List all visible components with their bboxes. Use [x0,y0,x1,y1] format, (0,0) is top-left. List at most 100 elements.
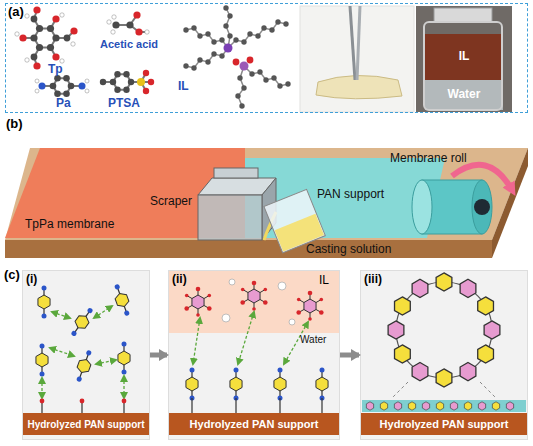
membrane-photo [300,6,414,112]
cof-pore [460,363,476,381]
scraper [262,178,276,240]
attached-pa [186,368,328,414]
tp-molecule [19,34,26,41]
carboxyl-group [123,402,124,413]
ionic-liquid-molecule [247,57,254,64]
acetic-acid-molecule [116,24,130,26]
support-band: Hydrolyzed PAN support [361,413,527,435]
cof-layer [478,402,485,410]
tp-molecule [25,14,29,18]
support-film-shape [245,158,445,238]
ptsa-molecule [110,79,116,85]
part-label: Casting solution [306,243,391,256]
ionic-liquid-molecule [240,62,249,71]
node-text: IL [319,274,329,287]
panel-frame: (a)ILWater [5,3,528,113]
membrane-roll [412,180,432,234]
tp-molecule [60,13,64,17]
cof-layer [422,402,429,410]
cof-pore [395,297,411,315]
ptsa-molecule [143,88,149,94]
ptsa-molecule [128,79,134,85]
reagent-label: PTSA [108,97,140,110]
ionic-liquid-ions [289,319,295,325]
scraper [198,168,276,240]
ptsa-molecule [141,82,146,91]
tp-molecule [34,19,40,29]
ionic-liquid-ions [222,279,295,325]
cof-pore [478,297,494,315]
acetic-acid-molecule [107,20,111,24]
zoom-line [480,382,496,398]
acetic-acid-molecule [139,31,147,33]
cof-pore [388,321,404,339]
tp-molecule [33,6,40,13]
pa-molecule [53,78,71,94]
ptsa-molecule [131,81,141,83]
tp-monomers [184,287,211,317]
node-text: (a) [8,5,24,19]
pa-molecule [50,75,75,97]
beaker [275,214,324,252]
tp-molecule [52,34,59,41]
carboxyl-group [41,402,42,413]
tp-molecule [47,44,54,51]
tp-monomers [296,291,323,321]
ionic-liquid-molecule [233,59,240,66]
carboxyl-group [40,399,127,413]
pa-molecule [35,79,39,83]
ptsa-molecule [143,70,149,76]
tp-molecule [52,15,59,22]
tp-molecule [34,57,37,66]
wooden-plank [5,148,528,258]
interaction-arrow [94,306,112,318]
part-label: Scraper [150,195,192,208]
membrane-photo [300,6,414,112]
acetic-acid-molecule [112,15,116,19]
tp-molecule [60,59,64,63]
tp-molecule [51,19,57,29]
membrane-photo-detail [316,6,402,99]
carboxyl-group [81,402,82,413]
acetic-acid-molecule [111,30,115,34]
zoom-line [392,382,496,398]
attached-pa [279,398,280,413]
ionic-liquid-molecule [186,8,288,106]
pa-molecule [42,78,82,94]
acetic-acid-molecule [126,21,133,28]
cof-pore [395,345,411,363]
cof-layer [362,400,526,412]
interaction-arrow [50,348,74,356]
acetic-acid-molecule [116,15,147,32]
ptsa-molecule [103,73,151,91]
membrane-film-shape [5,148,245,238]
attached-pa [316,368,328,401]
tp-molecule [23,10,74,66]
ionic-liquid-molecule [224,44,233,53]
pa-monomers [73,348,96,383]
tp-molecule [51,48,57,58]
vial-glass [424,22,502,110]
node-text: (iii) [364,273,382,286]
pa-molecule [39,83,46,90]
pa-molecule [54,91,61,98]
step-panel: (ii)ILHydrolyzed PAN support [168,270,340,440]
scraper [198,178,276,195]
cof-pore [412,279,428,297]
cof-pore [436,369,452,387]
membrane-photo [300,6,414,112]
reagent-label: IL [178,80,189,93]
ionic-liquid-band: IL [169,271,339,333]
step-panel: (iii) Hydrolyzed PAN support [360,270,528,440]
cof-layer [394,402,401,410]
interaction-arrow [123,376,124,398]
interaction-arrow [284,322,308,364]
beaker [264,189,325,253]
cof-pore [460,279,476,297]
ionic-liquid-molecule [244,66,288,86]
pa-molecule [85,89,89,93]
rolling-arrow [452,165,512,190]
cof-layer [492,402,499,410]
pa-monomers [68,305,97,339]
tp-molecule [56,37,67,39]
